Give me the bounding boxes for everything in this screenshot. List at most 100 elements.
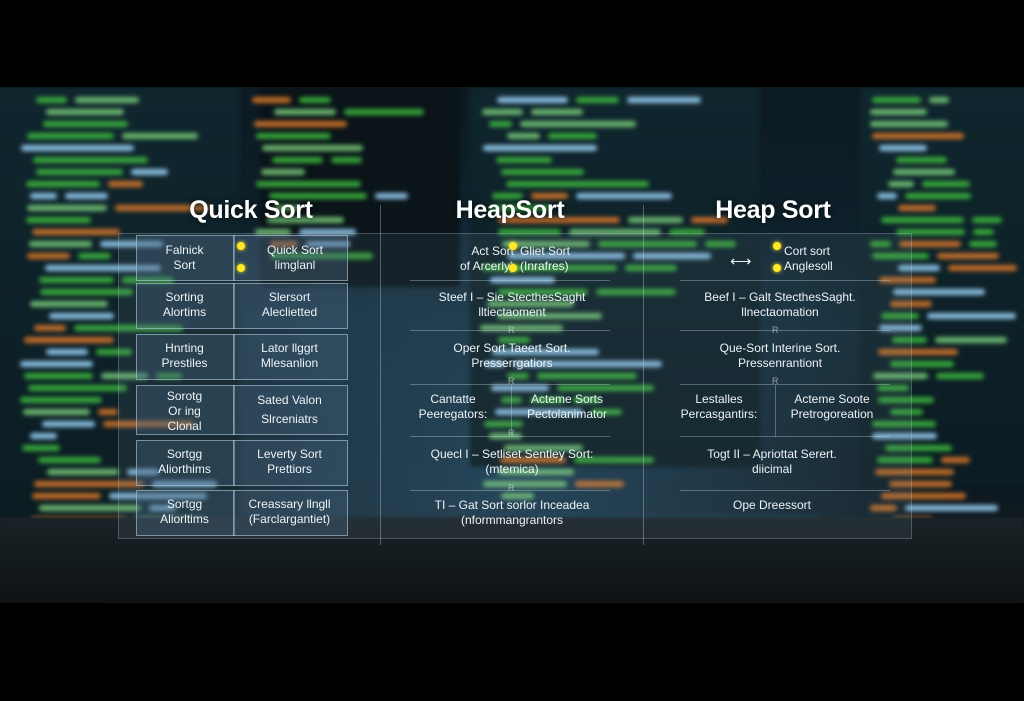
code-line [30, 433, 57, 439]
code-line [898, 265, 940, 271]
code-line [905, 505, 998, 511]
left-cell-a[interactable] [136, 385, 235, 435]
code-line [262, 145, 363, 151]
code-line [149, 505, 176, 511]
code-line [969, 241, 997, 247]
code-line [498, 337, 530, 343]
code-line [98, 409, 118, 415]
left-label-b: Sated Valon Slrceniatrs [257, 393, 322, 426]
code-line [705, 241, 736, 247]
code-line [898, 205, 936, 211]
left-label-a: Sorting Alortims [162, 290, 207, 319]
code-line [879, 325, 922, 331]
row-rule [410, 384, 610, 385]
code-line [65, 193, 108, 199]
desk [0, 517, 1024, 603]
left-label-b: Lator llggrt Mlesanlion [260, 341, 319, 370]
code-line [504, 445, 583, 451]
left-cell-b[interactable] [233, 334, 348, 380]
code-line [888, 181, 914, 187]
code-line [557, 385, 654, 391]
code-line [30, 301, 108, 307]
code-line [270, 241, 298, 247]
left-cell-a[interactable] [136, 490, 235, 536]
left-cell-b[interactable] [233, 440, 348, 486]
code-line [576, 193, 672, 199]
right-step-2: Que-Sort Interine Sort. Pressenrantiont [719, 341, 841, 370]
left-cell-a[interactable] [136, 235, 235, 281]
code-line [306, 241, 350, 247]
code-line [531, 193, 568, 199]
code-line [498, 217, 620, 223]
left-label-a: Sorotg Or ing Clonal [166, 389, 203, 433]
bullet-dot-icon [237, 242, 245, 250]
code-line [108, 181, 143, 187]
code-line [489, 121, 512, 127]
code-line [483, 145, 597, 151]
mid-step-3: Quecl I – Setliset Sentley Sort: (mtemic… [430, 447, 594, 476]
left-cell-b[interactable] [233, 235, 348, 281]
mid-step-1: Steef I – Sie StecthesSaght lltiectaomen… [438, 290, 586, 319]
code-line [24, 337, 114, 343]
code-line [100, 241, 163, 247]
code-line [480, 325, 563, 331]
code-line [27, 133, 114, 139]
code-line [299, 97, 331, 103]
marker-r: R [772, 376, 779, 386]
code-line [96, 349, 132, 355]
double-arrow-icon: ⟷ [730, 253, 752, 270]
code-line [669, 229, 705, 235]
code-line [633, 253, 711, 259]
row-rule [410, 330, 610, 331]
code-line [33, 157, 148, 163]
code-line [598, 241, 697, 247]
left-cell-a[interactable] [136, 334, 235, 380]
code-line [927, 313, 1016, 319]
column-divider [380, 205, 381, 545]
code-line [20, 397, 102, 403]
code-line [46, 109, 124, 115]
code-line [878, 349, 958, 355]
code-line [267, 217, 344, 223]
mid-label-b: Gliet Sort (Inrafres) [520, 244, 571, 273]
title-heapsort: HeapSort [455, 196, 565, 224]
left-cell-a[interactable] [136, 283, 235, 329]
code-line [27, 253, 70, 259]
code-line [75, 97, 139, 103]
left-cell-a[interactable] [136, 440, 235, 486]
right-step-4: Ope Dreessort [732, 498, 812, 512]
code-line [531, 109, 583, 115]
code-line [38, 457, 101, 463]
monitor-right [860, 87, 1024, 487]
code-line [941, 457, 970, 463]
overlay-panel [118, 233, 912, 539]
code-line [501, 397, 522, 403]
marker-r: R [772, 325, 779, 335]
code-line [872, 433, 937, 439]
marker-r: R [508, 483, 515, 493]
code-line [537, 373, 637, 379]
code-line [877, 193, 897, 199]
code-line [870, 121, 948, 127]
code-line [252, 97, 291, 103]
code-line [34, 481, 144, 487]
code-line [893, 169, 955, 175]
code-line [490, 205, 551, 211]
left-cell-b[interactable] [233, 490, 348, 536]
code-line [299, 229, 356, 235]
code-line [109, 493, 207, 499]
code-line [29, 241, 92, 247]
left-cell-b[interactable] [233, 385, 348, 435]
bullet-dot-icon [773, 242, 781, 250]
code-line [375, 193, 408, 199]
code-line [574, 457, 654, 463]
code-line [256, 181, 361, 187]
row-divider [775, 385, 776, 437]
code-line [39, 505, 141, 511]
code-line [46, 349, 88, 355]
row-rule [680, 330, 890, 331]
left-cell-b[interactable] [233, 283, 348, 329]
code-line [40, 289, 133, 295]
code-line [872, 253, 929, 259]
code-line [879, 277, 936, 283]
